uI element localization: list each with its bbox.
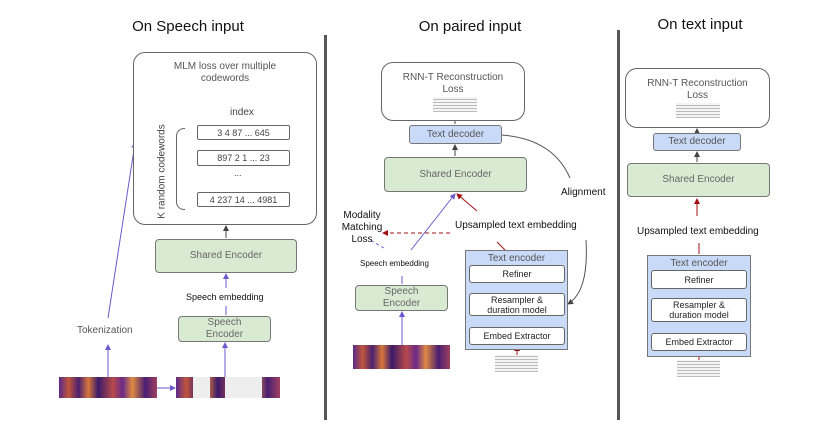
alignment-curve-bottom <box>567 239 587 305</box>
speech-encoder: Speech Encoder <box>355 285 448 311</box>
refiner: Refiner <box>469 265 565 283</box>
spectrogram <box>59 377 157 398</box>
codeword-ellipsis: ... <box>234 168 242 178</box>
arrow-textenc-to-upsampled <box>496 241 506 251</box>
codeword-row: 897 2 1 ... 23 <box>197 150 290 166</box>
masked-spectrogram <box>176 377 280 398</box>
text-encoder-title: Text encoder <box>670 258 728 269</box>
codeword-row: 3 4 87 ... 645 <box>197 125 290 140</box>
panel-divider <box>324 35 327 420</box>
speech-embedding-label: Speech embedding <box>360 259 429 268</box>
modality-matching-loss-label: Modality Matching Loss <box>341 210 383 245</box>
tokenization-label: Tokenization <box>77 325 133 336</box>
text-decoder: Text decoder <box>653 133 741 151</box>
text-encoder-title: Text encoder <box>487 253 546 264</box>
panel-title-speech: On Speech input <box>132 18 244 35</box>
text-sample-image <box>676 103 720 118</box>
rnnt-loss-box: RNN-T Reconstruction Loss <box>625 68 770 128</box>
rnnt-loss-box: RNN-T Reconstruction Loss <box>381 62 525 121</box>
shared-encoder: Shared Encoder <box>384 157 527 192</box>
embed-extractor: Embed Extractor <box>651 333 747 351</box>
panel-title-text: On text input <box>657 16 743 33</box>
codeword-row: 4 237 14 ... 4981 <box>197 192 290 207</box>
shared-encoder: Shared Encoder <box>155 239 297 273</box>
panel-divider <box>617 30 620 420</box>
upsampled-text-embedding-label: Upsampled text embedding <box>637 226 759 237</box>
shared-encoder: Shared Encoder <box>627 163 770 197</box>
arrow-tokenization-to-loss <box>107 142 138 319</box>
text-decoder: Text decoder <box>409 125 502 144</box>
text-sample-image <box>495 355 538 372</box>
arrow-speech-to-shared <box>410 193 456 251</box>
speech-embedding-label: Speech embedding <box>186 292 264 302</box>
text-sample-image <box>433 97 477 112</box>
rnnt-loss-label: RNN-T Reconstruction Loss <box>647 78 748 101</box>
k-random-codewords-label: K random codewords <box>156 124 168 219</box>
resampler-duration-model: Resampler & duration model <box>651 298 747 322</box>
alignment-label: Alignment <box>561 187 606 198</box>
refiner: Refiner <box>651 270 747 289</box>
index-label: index <box>230 107 254 118</box>
arrow-text-to-shared <box>456 193 478 212</box>
speech-encoder: Speech Encoder <box>178 316 271 342</box>
panel-title-paired: On paired input <box>418 18 522 35</box>
mlm-loss-label: MLM loss over multiple codewords <box>173 61 277 84</box>
embed-extractor: Embed Extractor <box>469 327 565 345</box>
rnnt-loss-label: RNN-T Reconstruction Loss <box>402 72 504 95</box>
resampler-duration-model: Resampler & duration model <box>469 293 565 316</box>
alignment-curve-top <box>501 134 571 179</box>
spectrogram <box>353 345 450 369</box>
upsampled-text-embedding-label: Upsampled text embedding <box>455 220 577 231</box>
modality-dashed-speech <box>369 239 385 249</box>
brace <box>176 128 185 210</box>
text-sample-image <box>677 360 720 377</box>
